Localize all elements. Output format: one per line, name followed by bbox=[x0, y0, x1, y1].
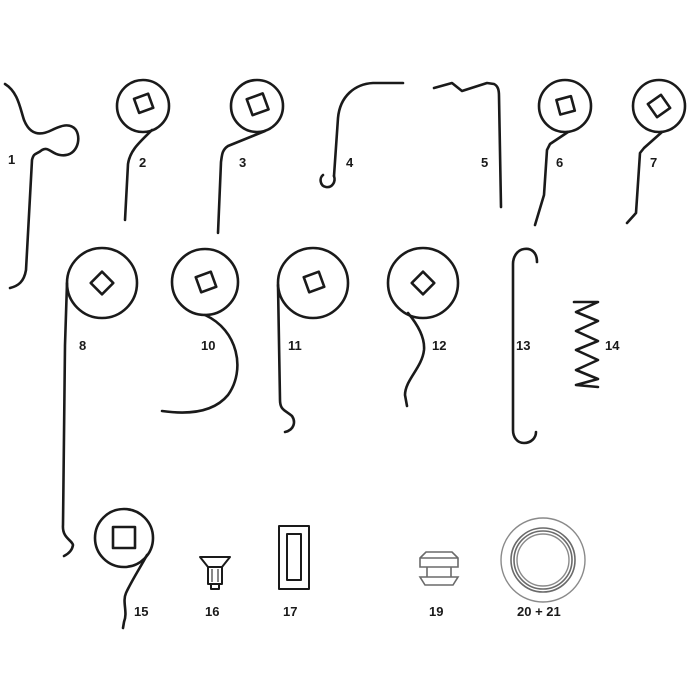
part-16-push-rivet bbox=[199, 556, 231, 590]
part-label-6: 6 bbox=[556, 155, 564, 170]
part-11-hooked-leg-spring bbox=[276, 246, 350, 434]
part-6-torsion-spring bbox=[533, 78, 593, 227]
part-5-bent-wire bbox=[432, 81, 503, 209]
part-7-torsion-spring bbox=[625, 78, 687, 225]
part-1-wire-clip bbox=[3, 82, 80, 290]
part-label-15: 15 bbox=[134, 604, 149, 619]
part-label-20-21: 20 + 21 bbox=[517, 604, 561, 619]
part-label-17: 17 bbox=[283, 604, 298, 619]
part-2-torsion-spring bbox=[115, 78, 171, 222]
part-label-10: 10 bbox=[201, 338, 216, 353]
part-label-8: 8 bbox=[79, 338, 87, 353]
part-label-3: 3 bbox=[239, 155, 247, 170]
part-label-5: 5 bbox=[481, 155, 489, 170]
part-label-7: 7 bbox=[650, 155, 658, 170]
part-13-c-clip-wire bbox=[511, 247, 539, 445]
part-14-compression-spring bbox=[572, 300, 600, 389]
part-17-rectangular-bushing bbox=[278, 525, 310, 590]
part-8-long-leg-spring bbox=[61, 246, 139, 558]
part-label-11: 11 bbox=[288, 338, 302, 353]
part-20-21-ring-grommet bbox=[500, 517, 586, 603]
part-19-grommet-plug bbox=[418, 551, 460, 586]
part-label-1: 1 bbox=[8, 152, 16, 167]
part-label-4: 4 bbox=[346, 155, 354, 170]
part-10-curved-leg-spring bbox=[160, 247, 240, 414]
part-15-torsion-spring bbox=[93, 507, 155, 630]
part-4-hook-wire bbox=[319, 81, 405, 189]
part-12-s-leg-spring bbox=[386, 246, 460, 408]
part-label-19: 19 bbox=[429, 604, 444, 619]
part-label-12: 12 bbox=[432, 338, 447, 353]
part-3-torsion-spring bbox=[216, 78, 285, 235]
part-label-2: 2 bbox=[139, 155, 147, 170]
part-label-16: 16 bbox=[205, 604, 220, 619]
part-label-14: 14 bbox=[605, 338, 620, 353]
part-label-13: 13 bbox=[516, 338, 531, 353]
